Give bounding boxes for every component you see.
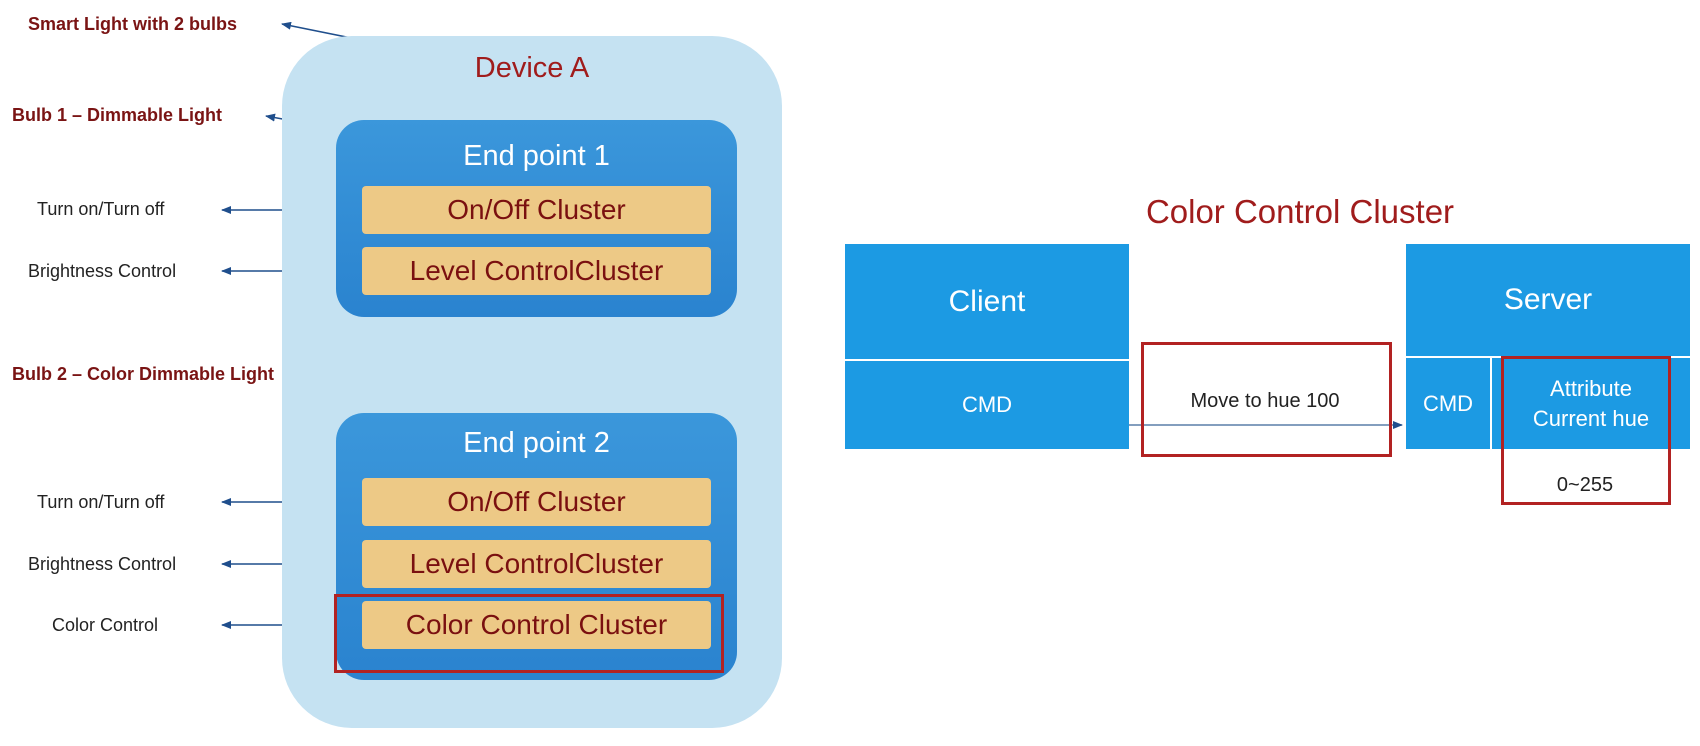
ep2-onoff-cluster: On/Off Cluster — [362, 478, 711, 526]
server-header: Server — [1406, 244, 1690, 356]
annotation-ep2-onoff: Turn on/Turn off — [37, 492, 165, 512]
annotation-ep2-color: Color Control — [52, 615, 159, 635]
ep2-color-control-cluster: Color Control Cluster — [362, 601, 711, 649]
annotation-ep1-brightness: Brightness Control — [28, 261, 177, 281]
client-header: Client — [845, 244, 1129, 359]
current-hue-label: Current hue — [1532, 406, 1650, 431]
color-control-title: Color Control Cluster — [1145, 193, 1455, 230]
endpoint-1: End point 1 On/Off Cluster Level Control… — [336, 120, 737, 317]
annotation-ep2-brightness: Brightness Control — [28, 554, 177, 574]
annotation-ep1-onoff: Turn on/Turn off — [37, 199, 165, 219]
annotation-bulb1: Bulb 1 – Dimmable Light — [12, 105, 223, 125]
annotation-bulb2: Bulb 2 – Color Dimmable Light — [12, 364, 275, 384]
hue-range-label: 0~255 — [1556, 474, 1614, 496]
move-to-hue-label: Move to hue 100 — [1190, 390, 1340, 412]
ep2-level-control-cluster: Level ControlCluster — [362, 540, 711, 588]
attribute-highlight — [1501, 356, 1671, 505]
device-title: Device A — [474, 52, 590, 84]
endpoint-1-title: End point 1 — [463, 140, 610, 172]
endpoint-2: End point 2 On/Off Cluster Level Control… — [336, 413, 737, 680]
annotation-smart-light: Smart Light with 2 bulbs — [28, 14, 238, 34]
endpoint-2-title: End point 2 — [463, 427, 610, 459]
server-attribute: Attribute Current hue — [1492, 358, 1690, 449]
ep1-level-control-cluster: Level ControlCluster — [362, 247, 711, 295]
command-highlight — [1141, 342, 1392, 457]
ep1-onoff-cluster: On/Off Cluster — [362, 186, 711, 234]
server-cmd: CMD — [1406, 358, 1490, 449]
color-cluster-highlight — [334, 594, 724, 673]
client-cmd: CMD — [845, 361, 1129, 449]
attribute-label: Attribute — [1550, 376, 1632, 401]
